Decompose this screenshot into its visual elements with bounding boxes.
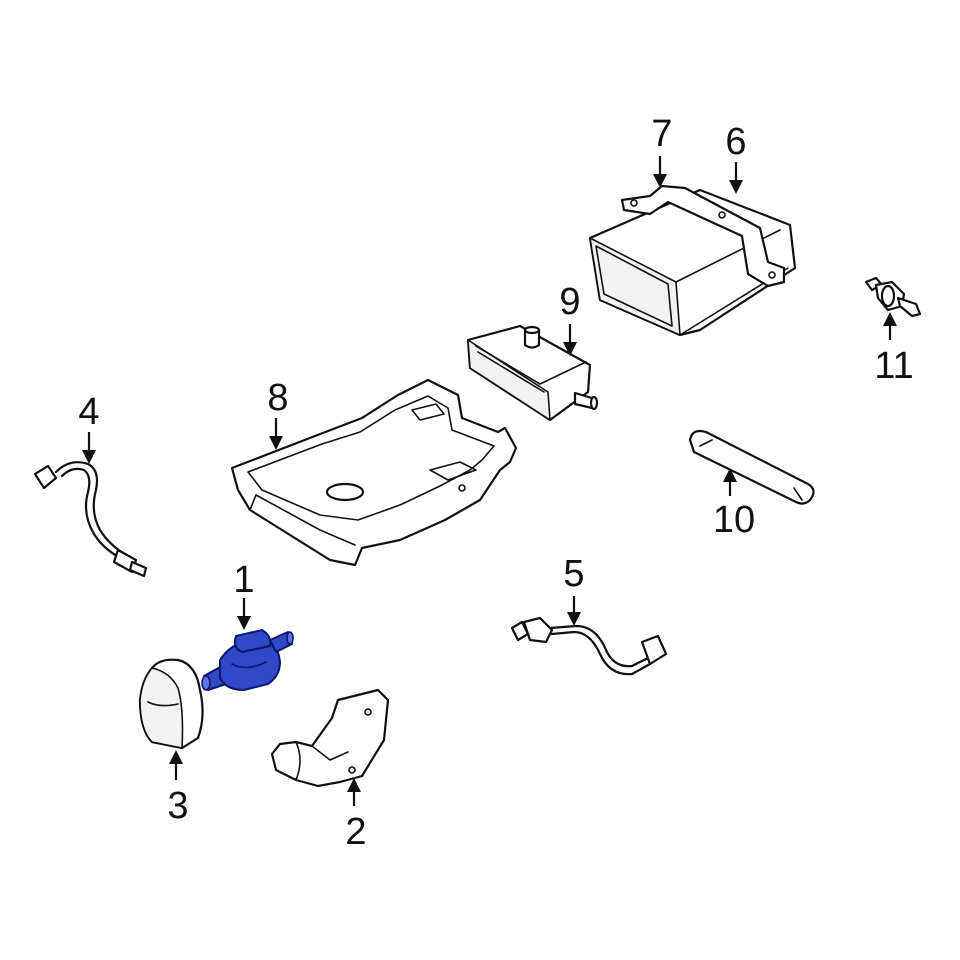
callout-label-9: 9 bbox=[559, 281, 580, 323]
callout-9: 9 bbox=[559, 281, 581, 356]
vent-hose[interactable] bbox=[688, 429, 815, 505]
callout-5: 5 bbox=[563, 553, 585, 626]
callout-8: 8 bbox=[267, 377, 289, 450]
sensor-harness-left[interactable] bbox=[33, 461, 148, 578]
callout-1: 1 bbox=[233, 559, 255, 630]
callout-4: 4 bbox=[78, 391, 100, 464]
callout-label-3: 3 bbox=[167, 785, 188, 827]
valve-bracket[interactable] bbox=[270, 688, 390, 788]
callout-11: 11 bbox=[874, 312, 914, 387]
callout-label-2: 2 bbox=[345, 811, 366, 853]
canister-tray[interactable] bbox=[230, 378, 518, 567]
callout-label-1: 1 bbox=[233, 559, 254, 601]
callout-label-4: 4 bbox=[78, 391, 99, 433]
callout-6: 6 bbox=[725, 121, 747, 194]
sensor-harness-right[interactable] bbox=[510, 616, 668, 676]
callout-label-8: 8 bbox=[267, 377, 288, 419]
callout-label-10: 10 bbox=[713, 499, 755, 541]
callout-10: 10 bbox=[713, 468, 755, 541]
purge-valve-highlighted[interactable] bbox=[201, 629, 294, 691]
vent-filter[interactable] bbox=[466, 324, 599, 422]
purge-valve-small[interactable] bbox=[864, 276, 922, 318]
callout-label-5: 5 bbox=[563, 553, 584, 595]
callout-label-11: 11 bbox=[874, 345, 913, 387]
canister-bracket[interactable] bbox=[620, 184, 786, 288]
callout-3: 3 bbox=[167, 750, 189, 827]
callout-label-7: 7 bbox=[651, 113, 672, 155]
callout-label-6: 6 bbox=[725, 121, 746, 163]
callout-7: 7 bbox=[651, 113, 673, 188]
valve-cover[interactable] bbox=[138, 658, 204, 750]
callout-2: 2 bbox=[345, 778, 367, 853]
